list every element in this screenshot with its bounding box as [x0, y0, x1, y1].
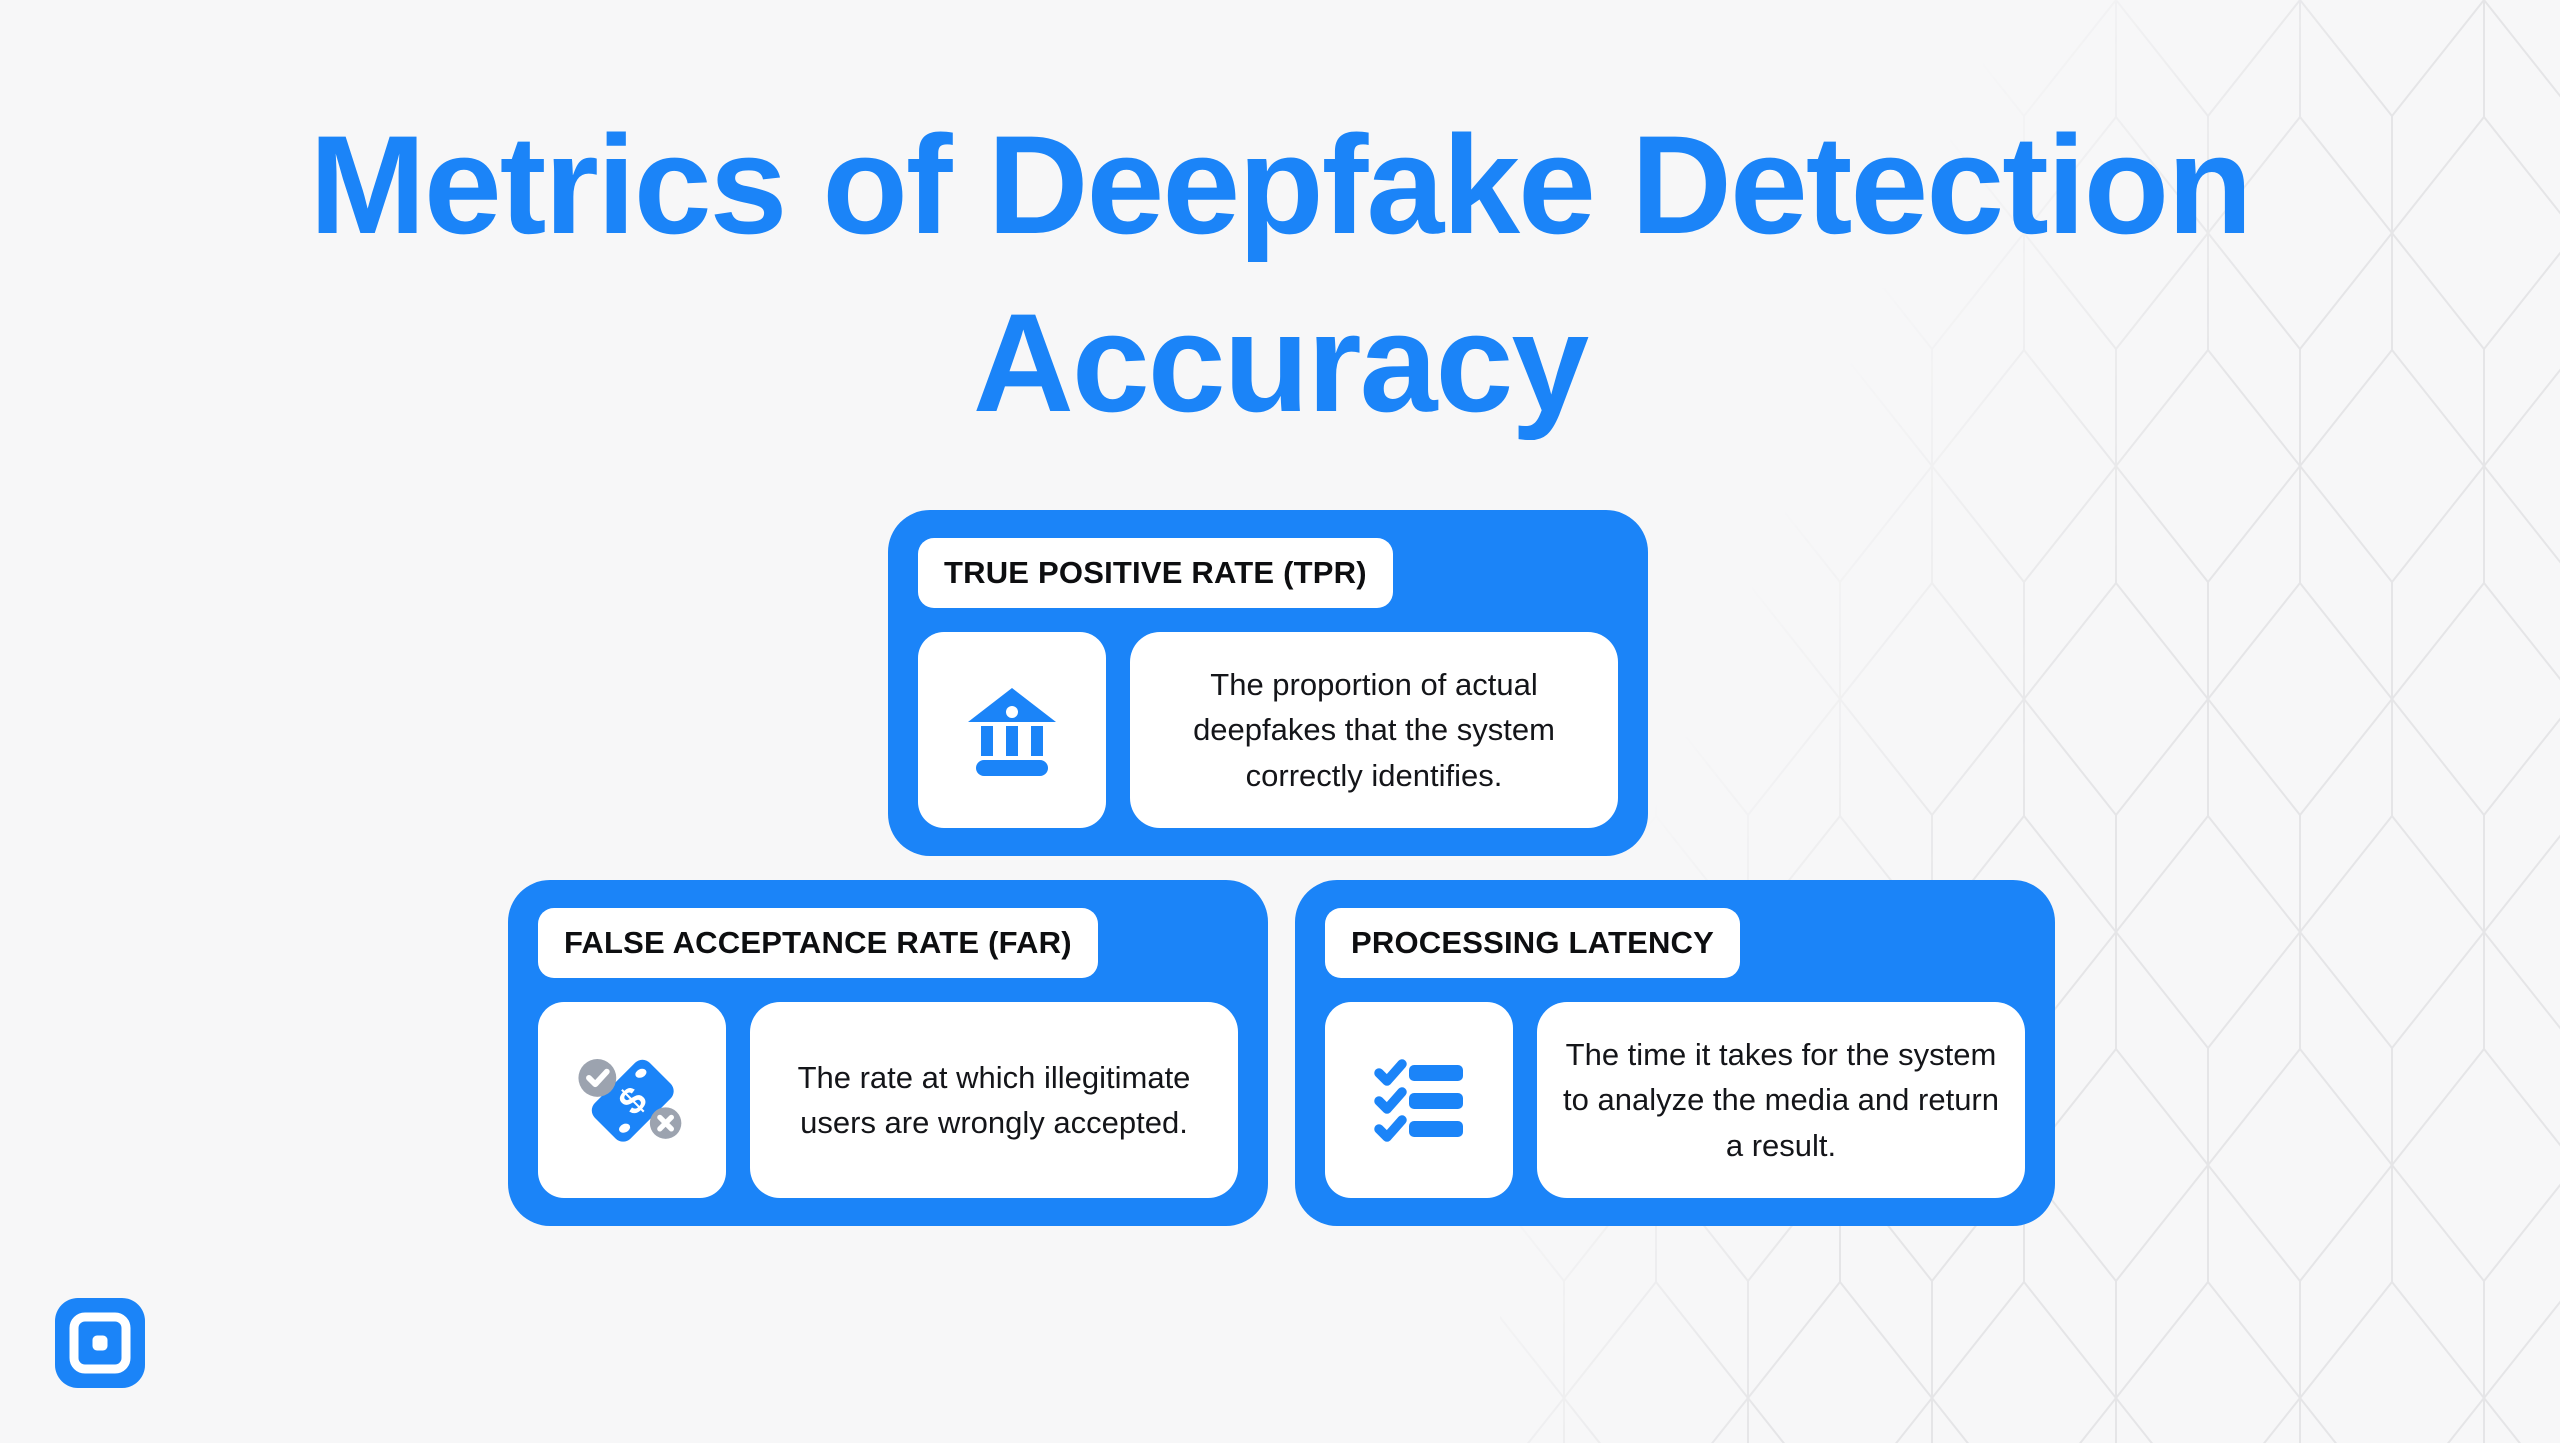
bank-icon	[968, 688, 1056, 776]
square-in-square-logo-icon	[55, 1298, 145, 1388]
card-label-badge: TRUE POSITIVE RATE (TPR)	[918, 538, 1393, 608]
page-title-line-1: Metrics of Deepfake Detection	[309, 106, 2252, 263]
card-description-text: The rate at which illegitimate users are…	[797, 1059, 1191, 1140]
icon-tile	[1325, 1002, 1513, 1198]
card-label: TRUE POSITIVE RATE (TPR)	[944, 555, 1367, 590]
card-label-badge: FALSE ACCEPTANCE RATE (FAR)	[538, 908, 1098, 978]
icon-tile	[918, 632, 1106, 828]
money-check-cross-icon: $	[578, 1059, 682, 1142]
card-description: The time it takes for the system to anal…	[1537, 1002, 2025, 1198]
card-label-badge: PROCESSING LATENCY	[1325, 908, 1741, 978]
card-label: FALSE ACCEPTANCE RATE (FAR)	[564, 925, 1072, 960]
card-false-acceptance-rate: FALSE ACCEPTANCE RATE (FAR) $ The rate a…	[508, 880, 1268, 1226]
brand-logo	[55, 1298, 145, 1388]
card-label: PROCESSING LATENCY	[1351, 925, 1715, 960]
checklist-icon	[1374, 1059, 1463, 1142]
page-title-line-2: Accuracy	[972, 283, 1589, 441]
page-title: Metrics of Deepfake Detection Accuracy	[0, 96, 2560, 452]
icon-tile: $	[538, 1002, 726, 1198]
card-description: The proportion of actual deepfakes that …	[1130, 632, 1618, 828]
card-description: The rate at which illegitimate users are…	[750, 1002, 1238, 1198]
card-description-text: The proportion of actual deepfakes that …	[1193, 667, 1555, 793]
card-processing-latency: PROCESSING LATENCY The time it takes for…	[1295, 880, 2055, 1226]
card-description-text: The time it takes for the system to anal…	[1563, 1037, 1999, 1163]
card-true-positive-rate: TRUE POSITIVE RATE (TPR) The proportion …	[888, 510, 1648, 856]
